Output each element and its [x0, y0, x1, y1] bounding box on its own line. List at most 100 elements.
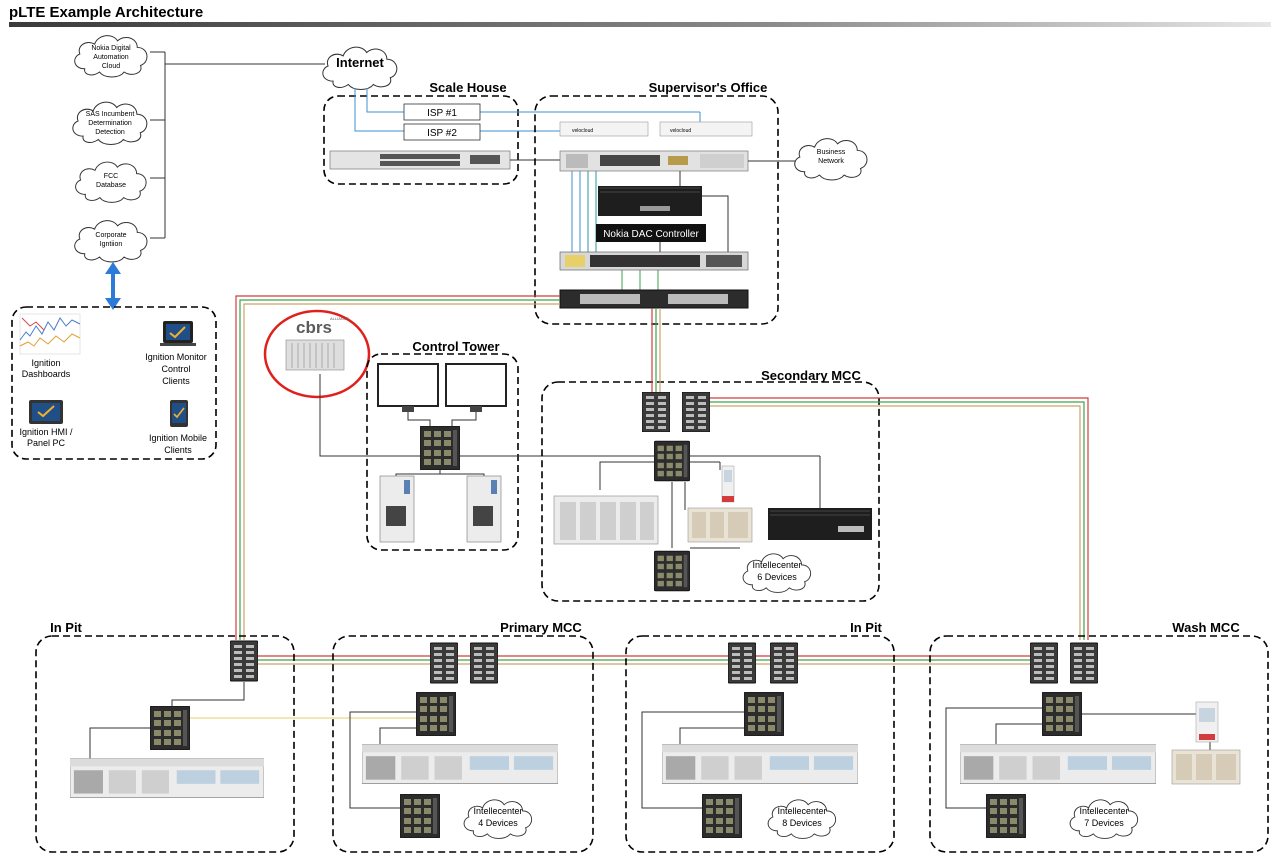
cloud-nokia-dac: Nokia Digital Automation Cloud — [74, 35, 148, 78]
cloud-label-line: Network — [818, 158, 844, 165]
secondary-patch-a — [642, 392, 670, 432]
cloud-intellecenter-secondary: Intellecenter 6 Devices — [742, 553, 812, 593]
cloud-label-line: Business — [817, 149, 846, 156]
tower-switch — [420, 426, 460, 470]
cloud-label-line: Intellecenter — [777, 806, 826, 816]
primary-patch-a — [430, 642, 458, 684]
inpit-left-io-rack — [70, 758, 264, 798]
velocloud-right: velocloud — [659, 121, 753, 137]
cloud-intellecenter-primary: Intellecenter 4 Devices — [463, 799, 533, 839]
clients-label-line: Control — [161, 364, 190, 374]
wash-patch-a — [1030, 642, 1058, 684]
cloud-label: Internet — [336, 55, 384, 70]
cloud-internet: Internet — [322, 46, 398, 91]
clients-label-line: Ignition — [31, 358, 60, 368]
primary-patch-b — [470, 642, 498, 684]
zone-in-pit-left — [35, 635, 295, 853]
velo-label: velocloud — [670, 128, 691, 134]
inpit-left-links — [89, 682, 418, 760]
cloud-intellecenter-inpit: Intellecenter 8 Devices — [767, 799, 837, 839]
wash-patch-b — [1070, 642, 1098, 684]
cloud-fcc: FCC Database — [75, 161, 147, 203]
core-switch — [559, 251, 749, 271]
title-bar — [9, 22, 1271, 27]
isp1-box — [403, 103, 481, 121]
fiber-trunks — [235, 295, 1089, 665]
cloud-intellecenter-wash: Intellecenter 7 Devices — [1069, 799, 1139, 839]
secondary-panelview — [721, 465, 735, 503]
wash-switch-b — [986, 794, 1026, 838]
cloud-label-line: Igntiion — [100, 241, 123, 248]
zone-scale-house — [323, 95, 519, 185]
cloud-label-line: Corporate — [95, 232, 126, 239]
wash-micrologix — [1171, 749, 1241, 785]
tower-pc-left — [379, 475, 415, 543]
secondary-switch-b — [654, 550, 690, 592]
inpit-left-patch — [230, 640, 258, 682]
clients-label-line: Ignition HMI / — [19, 427, 73, 437]
dashboards-chart-icon — [19, 313, 81, 355]
cloud-label-line: Cloud — [102, 63, 120, 70]
primary-switch — [416, 692, 456, 736]
zone-control-tower — [366, 353, 519, 551]
cloud-label-line: SAS Incumbent — [86, 111, 135, 118]
secondary-stratus-server — [768, 508, 872, 540]
cloud-label-line: 7 Devices — [1084, 818, 1124, 828]
velocloud-left: velocloud — [559, 121, 649, 137]
cloud-label-line: Detection — [95, 129, 125, 136]
cloud-label-line: Intellecenter — [752, 560, 801, 570]
zone-label: Wash MCC — [1172, 620, 1240, 635]
double-arrow-icon — [105, 262, 121, 310]
monitor-left-icon — [377, 363, 439, 412]
cbrs-alliance-label: ALLIANCE — [330, 316, 350, 321]
wash-panelview — [1195, 701, 1219, 743]
firewall-appliance — [559, 150, 749, 172]
cloud-sas: SAS Incumbent Determination Detection — [72, 101, 148, 146]
inpit-right-links — [641, 711, 744, 809]
cloud-bus-lines — [150, 51, 325, 239]
zone-label: In Pit — [850, 620, 882, 635]
monitor-icon — [160, 321, 196, 346]
cloud-label-line: Nokia Digital — [91, 45, 131, 52]
wash-switch — [1042, 692, 1082, 736]
zone-label: Control Tower — [412, 339, 499, 354]
inpit-right-patch-a — [728, 642, 756, 684]
cloud-label-line: Automation — [93, 54, 129, 61]
isp2-label: ISP #2 — [427, 128, 457, 139]
zone-primary-mcc — [332, 635, 594, 853]
cloud-label-line: FCC — [104, 173, 118, 180]
primary-io-rack — [362, 744, 558, 784]
tower-pc-right — [466, 475, 502, 543]
clients-label-line: Panel PC — [27, 438, 66, 448]
wash-io-rack — [960, 744, 1156, 784]
page-title: pLTE Example Architecture — [9, 4, 204, 21]
mobile-device-icon — [170, 400, 188, 427]
inpit-right-io-rack — [662, 744, 858, 784]
cbrs-logo: cbrs — [296, 318, 332, 337]
zone-label: Supervisor's Office — [649, 80, 768, 95]
zone-label: Primary MCC — [500, 620, 582, 635]
clients-label-line: Clients — [162, 376, 190, 386]
isp1-label: ISP #1 — [427, 108, 457, 119]
clients-label-line: Ignition Mobile — [149, 433, 207, 443]
cbrs-radio: cbrs ALLIANCE — [263, 309, 371, 399]
secondary-patch-b — [682, 392, 710, 432]
monitor-right-icon — [445, 363, 507, 412]
cloud-label-line: 6 Devices — [757, 572, 797, 582]
zone-wash-mcc — [929, 635, 1269, 853]
cloud-label-line: 4 Devices — [478, 818, 518, 828]
cloud-label-line: Intellecenter — [1079, 806, 1128, 816]
scale-house-switch — [329, 150, 511, 170]
stratus-server — [598, 186, 702, 216]
inpit-right-switch-b — [702, 794, 742, 838]
zone-clients — [11, 306, 217, 460]
dac-controller-label: Nokia DAC Controller — [603, 229, 699, 240]
secondary-controllogix — [553, 495, 659, 545]
primary-switch-b — [400, 794, 440, 838]
zone-label: Secondary MCC — [761, 368, 861, 383]
cloud-label-line: 8 Devices — [782, 818, 822, 828]
clients-label-line: Clients — [164, 445, 192, 455]
isp2-box — [403, 123, 481, 141]
cloud-label-line: Intellecenter — [473, 806, 522, 816]
